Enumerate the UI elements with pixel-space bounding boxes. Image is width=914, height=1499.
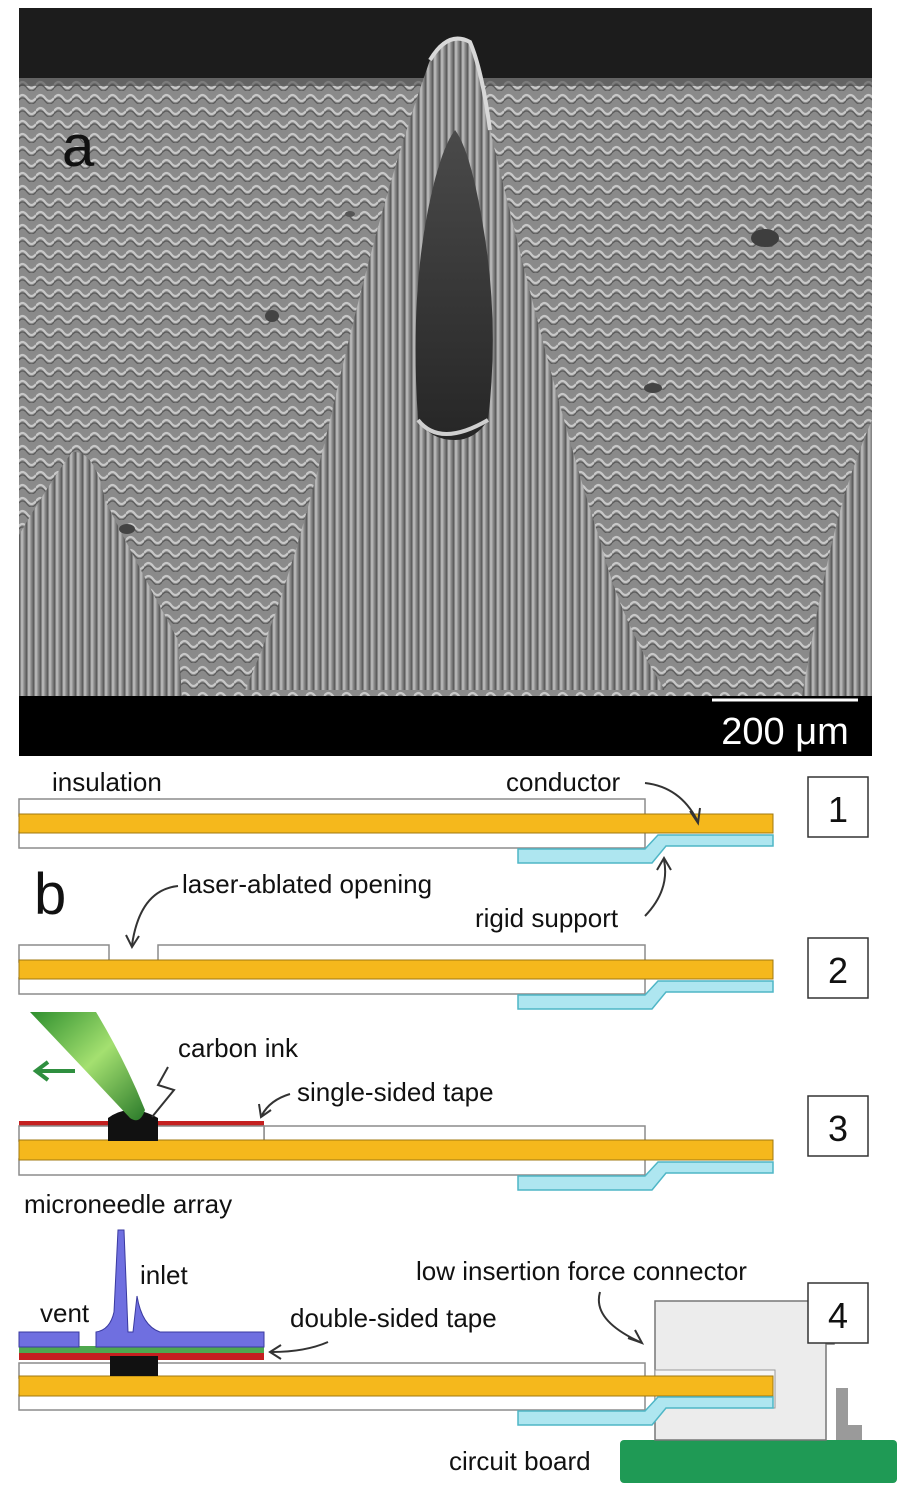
carbon-ink [108,1110,158,1141]
label-circuit-board: circuit board [449,1446,591,1476]
arrow-conductor [644,782,698,821]
green-adhesive [19,1346,264,1353]
label-single-tape: single-sided tape [297,1077,494,1107]
step-box-4 [807,1282,869,1344]
step-number-4: 4 [828,1295,848,1336]
needle-bore [415,130,493,440]
arrow-laser-opening [131,885,179,946]
label-conductor: conductor [506,767,621,797]
arrow-connector [597,1291,641,1343]
step-1: 1 insulation conductor [18,767,869,864]
rigid-support [517,834,774,864]
partial-needle-left [19,451,182,696]
carbon-electrode [110,1356,158,1376]
panel-b-label: b [34,862,66,927]
step-number-2: 2 [828,950,848,991]
step-number-3: 3 [828,1108,848,1149]
label-carbon-ink: carbon ink [178,1033,299,1063]
label-laser-opening: laser-ablated opening [182,869,432,899]
label-inlet: inlet [140,1260,188,1290]
label-insulation: insulation [52,767,162,797]
microneedle-array [95,1229,265,1348]
label-microneedle-array: microneedle array [24,1189,232,1219]
arrow-single-tape [261,1093,291,1116]
step-4: microneedle array inlet vent double-side… [18,1189,897,1483]
sem-image: 200 μm a [19,8,872,756]
vent-block [18,1331,80,1348]
scale-bar-text: 200 μm [721,711,849,753]
step-number-1: 1 [828,789,848,830]
step-box-3 [807,1095,869,1157]
step-box-1 [807,776,869,838]
scale-strip [19,696,872,756]
label-double-tape: double-sided tape [290,1303,497,1333]
arrow-rigid-support [644,859,667,917]
step-2: 2 [18,937,869,1010]
partial-needle-right [802,420,872,696]
conductor-layer [18,813,774,834]
arrow-double-tape [271,1341,329,1353]
label-connector: low insertion force connector [416,1256,747,1286]
dispensing-nozzle [30,1012,145,1121]
label-vent: vent [40,1298,90,1328]
step-box-2 [807,937,869,999]
panel-a-label: a [62,114,95,179]
circuit-board [620,1440,897,1483]
label-rigid-support: rigid support [475,903,619,933]
arrow-carbon-ink [151,1066,176,1118]
step-3: carbon ink single-sided tape 3 [18,1012,869,1191]
connector-pin [836,1388,848,1428]
